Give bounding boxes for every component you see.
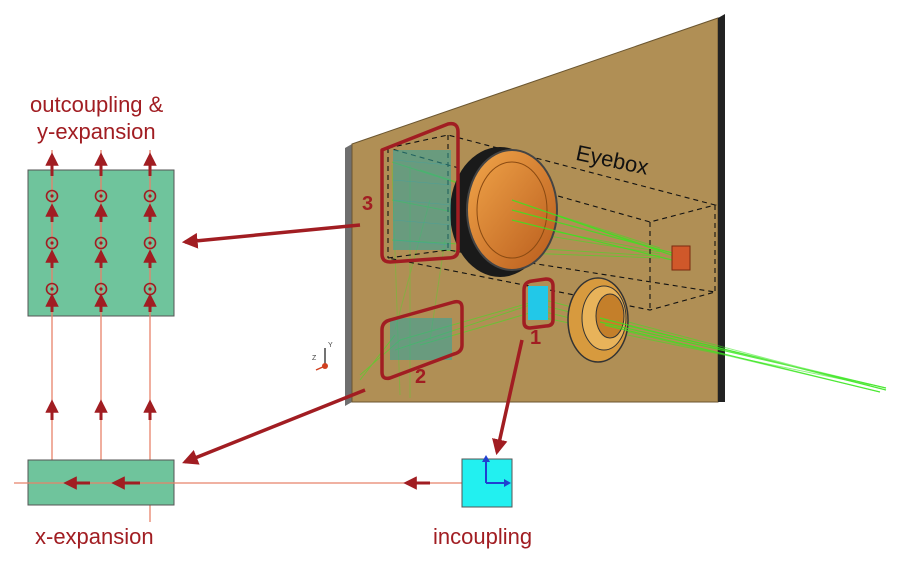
axis-z-label: Z: [312, 355, 317, 362]
arrow-region1-to-incoupling: [492, 339, 524, 456]
connector-arrows: [181, 223, 524, 465]
x-expansion-label: x-expansion: [35, 524, 154, 549]
arrow-region3-to-outcoupling: [181, 223, 361, 249]
region-1-number: 1: [530, 327, 542, 349]
outcoupling-panel: [27, 150, 175, 522]
out-of-plane-markers: [45, 189, 157, 296]
incoupling-panel: [461, 455, 513, 508]
axis-triad-icon: Y Z: [312, 342, 333, 371]
small-lens: [567, 277, 629, 363]
x-expansion-panel: [14, 459, 468, 506]
output-rays: [511, 199, 887, 393]
region-3-number: 3: [362, 193, 374, 215]
plate-edge: [345, 144, 352, 406]
outcoupling-label-line1: outcoupling &: [30, 92, 164, 117]
region-2-outline: [380, 299, 464, 381]
incoupling-label: incoupling: [433, 524, 533, 549]
eye-pupil-marker: [671, 245, 691, 271]
region-3-outline: [380, 121, 460, 264]
axis-y-label: Y: [328, 342, 333, 349]
region-2-number: 2: [415, 366, 427, 388]
grating-1-surface: [528, 286, 548, 320]
grating-2-surface: [390, 318, 452, 360]
region-callouts: [380, 121, 555, 381]
plate-back-edge: [718, 14, 725, 402]
grating-3-surface: [393, 150, 451, 250]
region-1-outline: [522, 277, 555, 330]
outcoupling-label-line2: y-expansion: [37, 119, 156, 144]
arrow-region2-to-x-expansion: [182, 388, 366, 465]
